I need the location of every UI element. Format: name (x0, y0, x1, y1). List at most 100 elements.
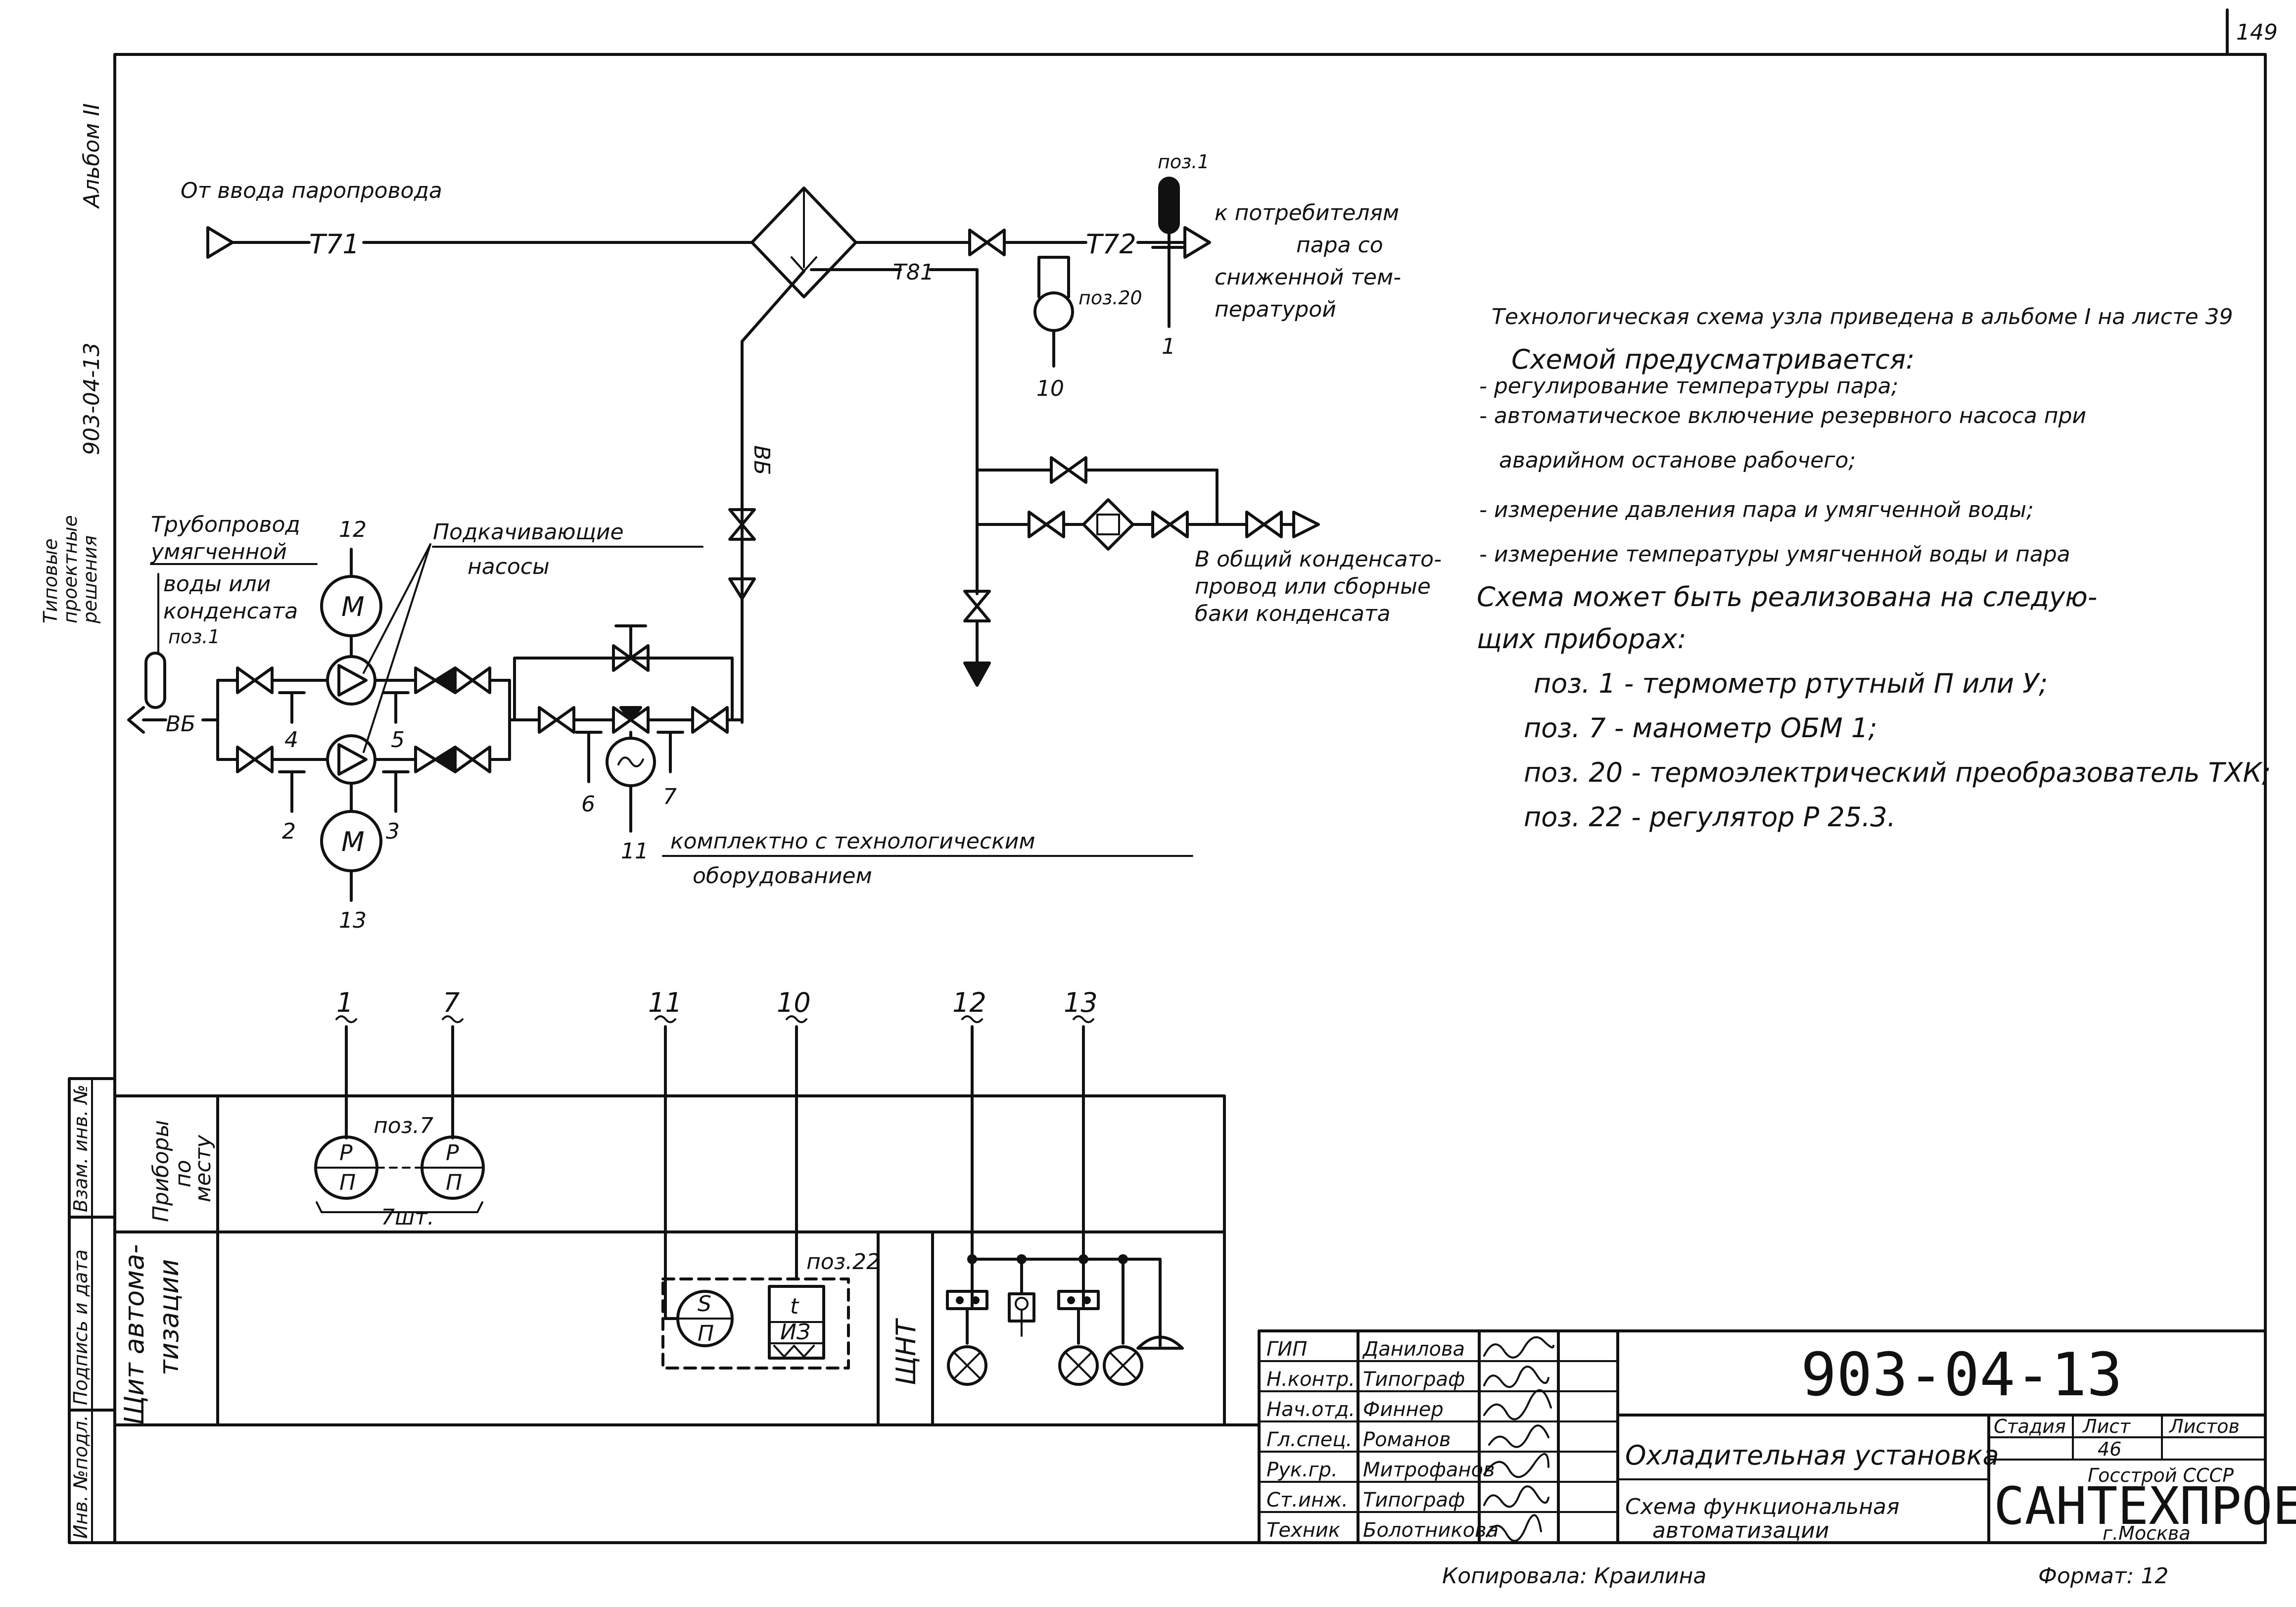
condensate-label-3: баки конденсата (1195, 601, 1391, 626)
thermometer-top-icon (1158, 177, 1180, 234)
label-t71: Т71 (309, 229, 360, 260)
label-bb-riser: ВБ (749, 445, 774, 475)
page-number: 149 (2236, 20, 2278, 45)
inlet-arrow (206, 226, 234, 259)
poz7-label: поз.7 (374, 1113, 433, 1138)
pumps-label-1: Подкачивающие (433, 520, 624, 545)
role-stinzh: Ст.инж. (1266, 1489, 1348, 1512)
inlet-tap (127, 706, 145, 734)
org-name: САНТЕХПРОЕКТ (1994, 1476, 2296, 1536)
switch-1-dot-a (956, 1296, 964, 1304)
check-valve-riser (728, 577, 756, 600)
note-tech-scheme: Технологическая схема узла приведена в а… (1492, 304, 2233, 330)
side-series-2: проектные (59, 515, 81, 623)
left-stamp: Инв. №подл. Подпись и дата Взам. инв. № (68, 1077, 116, 1544)
sht-node-3 (1078, 1254, 1088, 1264)
thermocouple-well (1037, 256, 1070, 298)
signature-5 (1483, 1453, 1549, 1478)
valve-reg-in (538, 706, 575, 734)
note-device-4: поз. 22 - регулятор Р 25.3. (1524, 802, 1896, 833)
valve-reg-bypass (612, 644, 650, 672)
role-rukgr: Рук.гр. (1266, 1459, 1338, 1481)
doc-code: 903-04-13 (1801, 1341, 2122, 1410)
poz22-label: поз.22 (806, 1249, 880, 1275)
title-block: ГИП Н.контр. Нач.отд. Гл.спец. Рук.гр. С… (1258, 1329, 2296, 1544)
gauge-brace (316, 1201, 483, 1213)
valve-cond-2 (1151, 511, 1189, 538)
doc-subtitle-1: Схема функциональная (1625, 1494, 1899, 1519)
pumps-leader-2 (363, 543, 431, 753)
outlet-arrow (1183, 226, 1211, 259)
check-lower (414, 746, 437, 773)
consumer-label-2: пара со (1296, 233, 1383, 258)
pos-2: 2 (282, 819, 296, 844)
bus-num-1: 1 (336, 987, 353, 1018)
check-upper-fill (434, 666, 457, 694)
note-device-3: поз. 20 - термоэлектрический преобразова… (1524, 757, 2271, 788)
condensate-branch: Т81 В общий конденсато- провод или сборн… (810, 260, 1442, 687)
thermometer-inlet-icon (144, 652, 166, 709)
name-4: Романов (1363, 1428, 1451, 1451)
regulator-t-zigzag (773, 1345, 815, 1358)
bus-tilde-13 (1073, 1015, 1094, 1023)
note-device-2: поз. 7 - манометр ОБМ 1; (1524, 712, 1877, 744)
regulator-t-top: t (790, 1294, 799, 1319)
lamp-2-x2 (1064, 1351, 1093, 1380)
pipeline-label-3: воды или (163, 571, 271, 597)
bus-tilde-12 (961, 1015, 983, 1023)
pipeline-label-2: умягченной (150, 539, 287, 565)
signature-4 (1488, 1424, 1549, 1448)
gauge-7-top: Р (446, 1140, 459, 1166)
regulator-t-bottom: ИЗ (780, 1320, 810, 1345)
local-label-3: месту (190, 1134, 216, 1202)
side-code: 903-04-13 (79, 342, 104, 455)
check-lower-fill (434, 746, 457, 773)
name-2: Типограф (1363, 1368, 1465, 1391)
pos-10-top: 10 (1036, 376, 1064, 401)
bus-tilde-11 (655, 1015, 676, 1023)
note-item-4: - измерение давления пара и умягченной в… (1479, 497, 2034, 522)
pos-6: 6 (581, 792, 595, 817)
sensor-s-bottom: П (698, 1321, 714, 1346)
pumps-leader-1 (363, 543, 431, 674)
bus-num-11: 11 (648, 987, 682, 1018)
left-stamp-vzam: Взам. инв. № (70, 1085, 92, 1212)
lamp-3-x2 (1109, 1351, 1137, 1380)
check-upper (414, 666, 437, 694)
role-gip: ГИП (1266, 1338, 1307, 1361)
bus-num-13: 13 (1064, 987, 1098, 1018)
water-line: ВБ (728, 270, 805, 724)
valve-riser (728, 508, 756, 541)
org-top: Госстрой СССР (2088, 1465, 2234, 1486)
pos-4: 4 (284, 727, 298, 753)
footer-copied: Копировала: Краилина (1442, 1563, 1706, 1589)
switch-2-dot-b (1083, 1296, 1091, 1304)
signature-3 (1483, 1389, 1552, 1420)
bell-icon (1136, 1335, 1184, 1350)
pipeline-label-1: Трубопровод (151, 512, 300, 537)
switch-1-dot-b (972, 1296, 980, 1304)
thermocouple-icon (1033, 291, 1074, 332)
role-glspec: Гл.спец. (1266, 1428, 1352, 1451)
signature-6 (1483, 1485, 1549, 1508)
pump-station: ВБ Трубопровод умягченной воды или конде… (127, 512, 1193, 933)
sensor-s-top: S (698, 1291, 711, 1317)
footer-format: Формат: 12 (2038, 1563, 2168, 1589)
valve-cond-3 (1245, 511, 1283, 538)
consumer-label-1: к потребителям (1215, 200, 1399, 226)
pumps-label-2: насосы (468, 554, 550, 579)
doc-title: Охладительная установка (1625, 1440, 1999, 1471)
condensate-label-1: В общий конденсато- (1195, 547, 1442, 572)
pipeline-label-5: поз.1 (168, 626, 220, 648)
sht-label: ЩНТ (890, 1318, 922, 1385)
note-item-1: - регулирование температуры пара; (1479, 374, 1898, 399)
bus-tilde-10 (786, 1015, 807, 1023)
pump-lower (326, 734, 376, 785)
condensate-label-2: провод или сборные (1195, 574, 1431, 599)
steam-line: От ввода паропровода Т71 Т72 поз.1 1 поз… (181, 151, 1401, 401)
signature-1 (1483, 1336, 1554, 1359)
bus-num-12: 12 (952, 987, 986, 1018)
note-item-5: - измерение температуры умягченной воды … (1479, 542, 2070, 567)
lamp-1-icon (947, 1345, 987, 1386)
label-t81: Т81 (893, 260, 934, 285)
